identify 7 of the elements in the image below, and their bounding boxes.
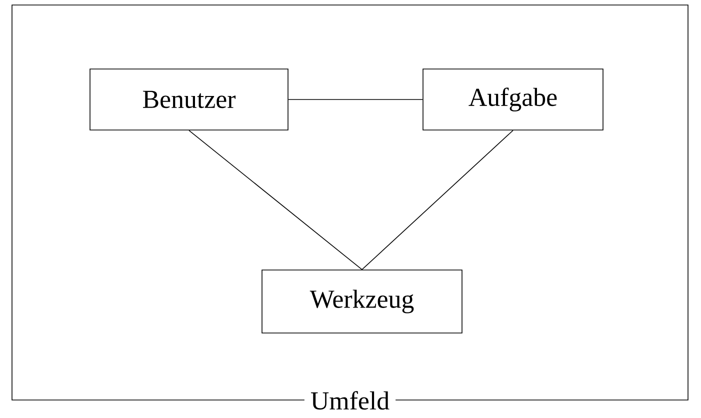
text-box: Werkzeug bbox=[262, 270, 462, 334]
frame-label: Umfeld bbox=[304, 390, 396, 411]
text-box: Aufgabe bbox=[422, 68, 604, 130]
connector-line bbox=[362, 130, 514, 270]
connector-line bbox=[188, 130, 362, 270]
text-box: Benutzer bbox=[90, 68, 288, 130]
connector-line bbox=[288, 99, 423, 100]
